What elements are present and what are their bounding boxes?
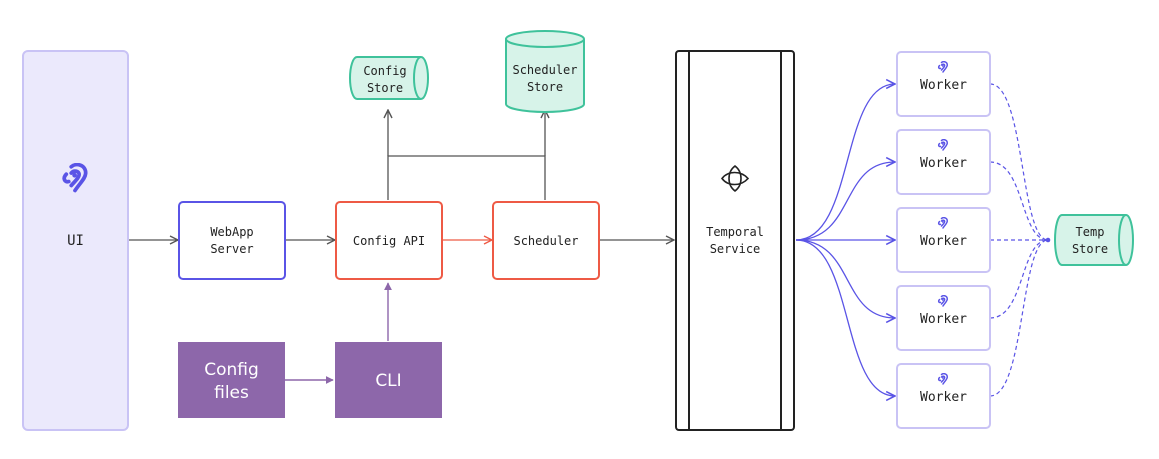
config-api-node[interactable]: Config API xyxy=(335,201,443,280)
temporal-logo-icon xyxy=(720,164,750,193)
config-files-label-line1: Config xyxy=(204,360,259,380)
config-api-label: Config API xyxy=(353,234,425,248)
edge-temporal-to-worker-5 xyxy=(795,239,895,396)
cli-node[interactable]: CLI xyxy=(335,342,442,418)
webapp-server-label-line1: WebApp xyxy=(210,225,253,239)
scheduler-label: Scheduler xyxy=(513,234,578,248)
webapp-server-label-line2: Server xyxy=(210,242,253,256)
edge-temporal-to-worker-1 xyxy=(795,84,895,241)
edge-temporal-to-worker-2 xyxy=(795,162,895,241)
config-files-node[interactable]: Config files xyxy=(178,342,285,418)
worker-node[interactable]: Worker xyxy=(896,129,991,195)
worker-node[interactable]: Worker xyxy=(896,285,991,351)
temporal-service-node[interactable]: Temporal Service xyxy=(675,50,795,431)
edge-config-api-to-stores-bus xyxy=(387,155,546,200)
worker-label: Worker xyxy=(920,78,967,93)
config-store-node[interactable]: Config Store xyxy=(349,56,429,100)
worker-node[interactable]: Worker xyxy=(896,51,991,117)
scheduler-store-label-line2: Store xyxy=(527,80,563,94)
temp-store-node[interactable]: Temp Store xyxy=(1054,214,1134,266)
worker-node[interactable]: Worker xyxy=(896,363,991,429)
temp-store-junction-dot xyxy=(1045,237,1051,243)
edge-worker-5-to-temp-store xyxy=(989,239,1049,397)
edge-temporal-to-worker-4 xyxy=(795,239,895,318)
edge-worker-4-to-temp-store xyxy=(989,239,1049,319)
config-store-label-line2: Store xyxy=(367,81,403,95)
edge-worker-1-to-temp-store xyxy=(989,83,1049,241)
temporal-service-label-line2: Service xyxy=(710,242,761,256)
worker-label: Worker xyxy=(920,156,967,171)
worker-label: Worker xyxy=(920,312,967,327)
config-files-label-line2: files xyxy=(214,383,249,403)
temp-store-label-line1: Temp xyxy=(1076,225,1105,239)
cli-label: CLI xyxy=(375,371,401,391)
ui-node[interactable]: UI xyxy=(22,50,129,431)
config-store-label-line1: Config xyxy=(363,64,406,78)
webapp-server-node[interactable]: WebApp Server xyxy=(178,201,286,280)
edge-worker-2-to-temp-store xyxy=(989,161,1049,241)
temporal-service-label-line1: Temporal xyxy=(706,225,764,239)
temp-store-label-line2: Store xyxy=(1072,242,1108,256)
worker-label: Worker xyxy=(920,390,967,405)
scheduler-store-label-line1: Scheduler xyxy=(512,63,577,77)
ui-label: UI xyxy=(67,233,84,249)
worker-node[interactable]: Worker xyxy=(896,207,991,273)
connectors xyxy=(128,83,1051,397)
scheduler-store-node[interactable]: Scheduler Store xyxy=(505,30,585,113)
scheduler-node[interactable]: Scheduler xyxy=(492,201,600,280)
worker-label: Worker xyxy=(920,234,967,249)
